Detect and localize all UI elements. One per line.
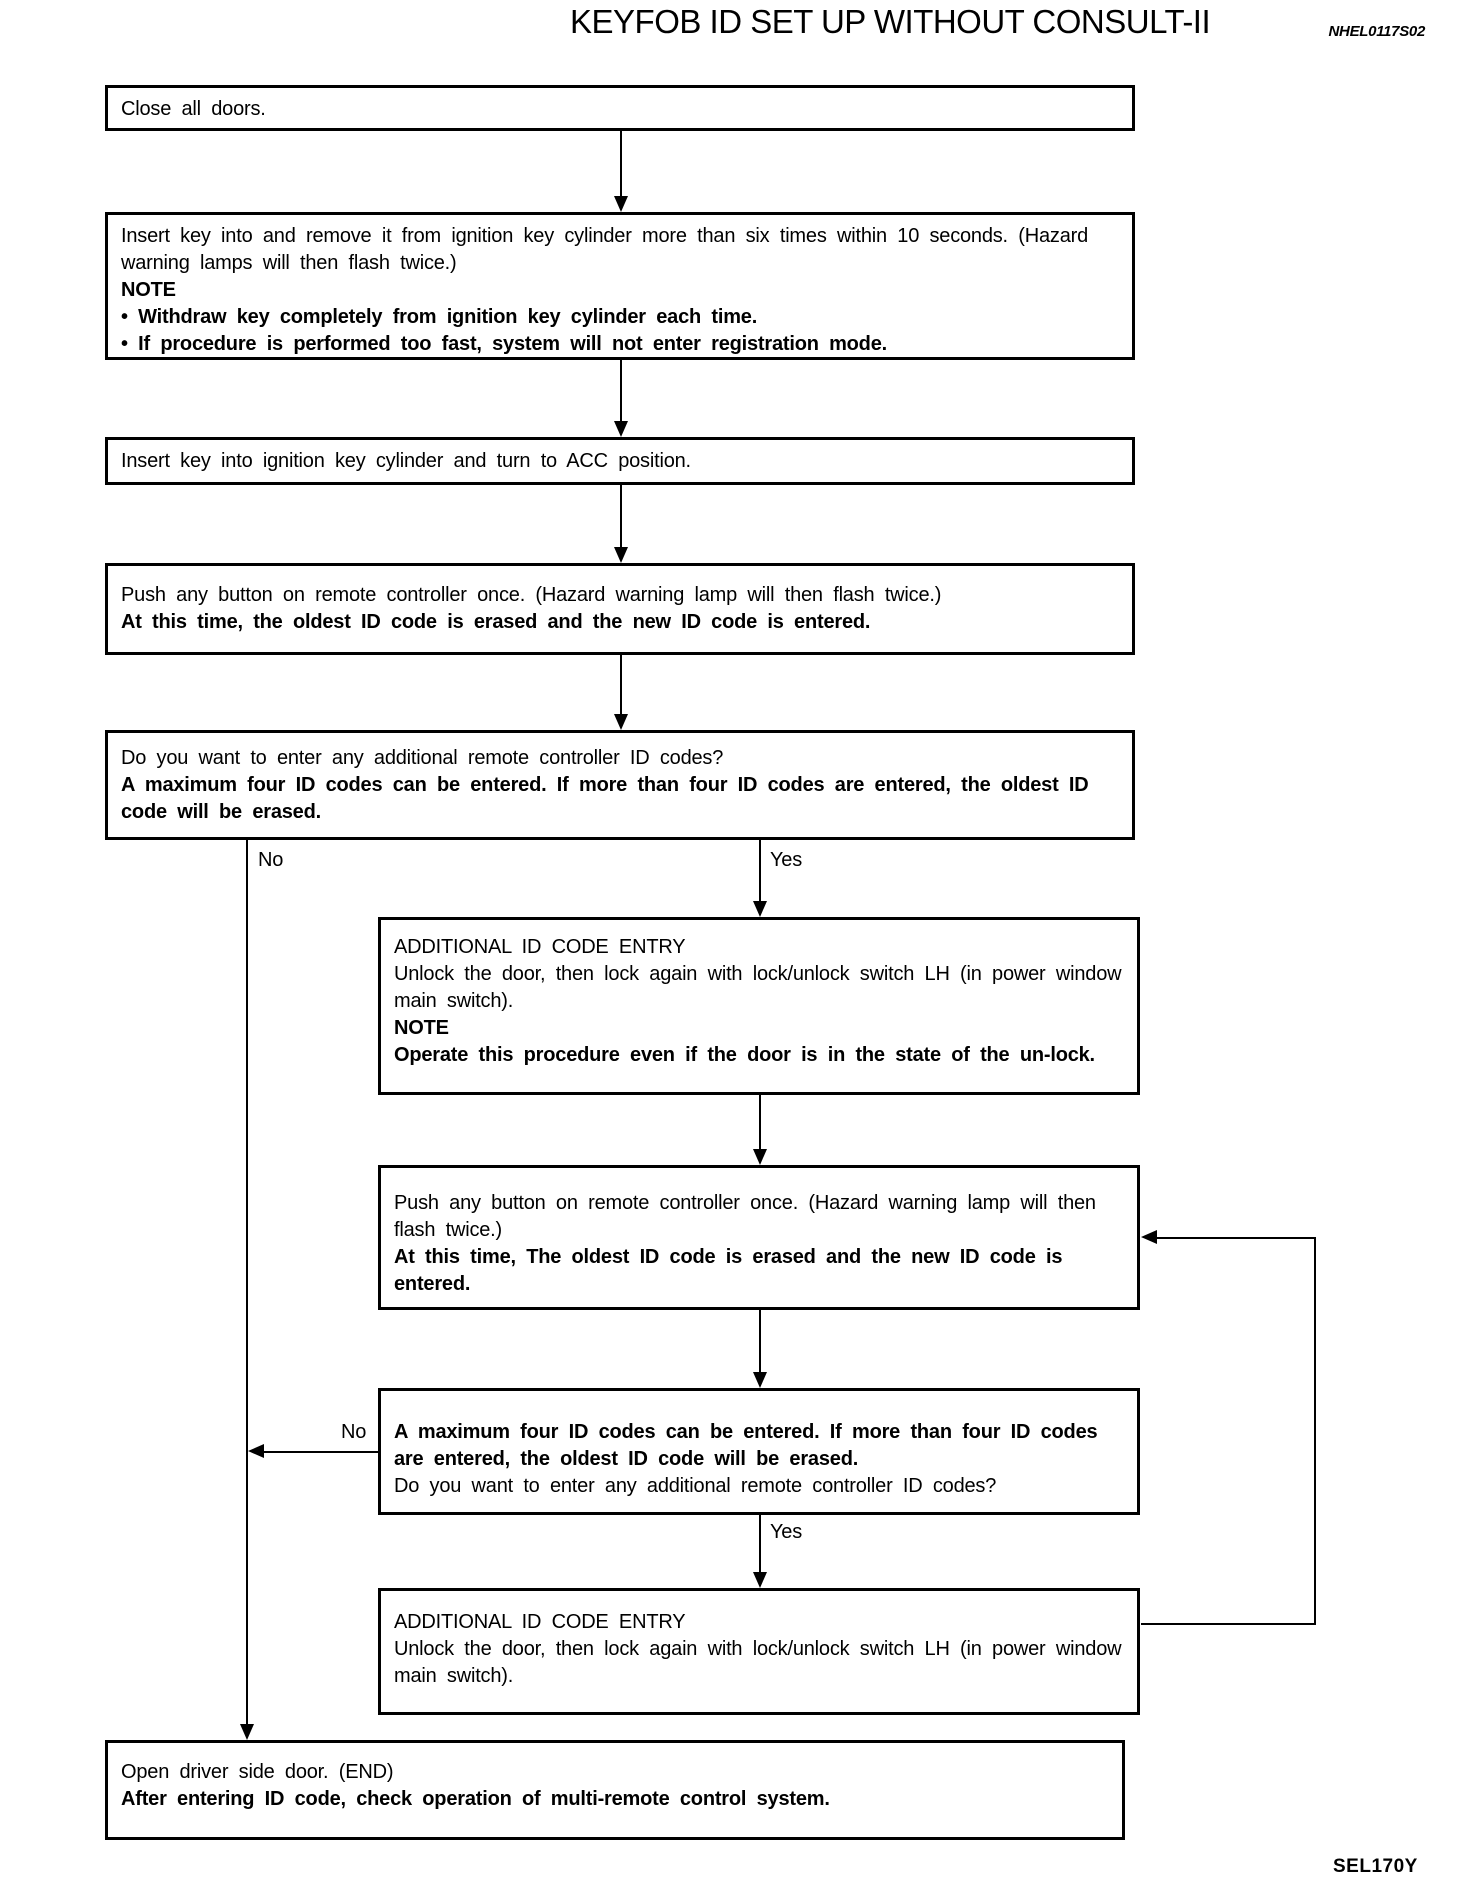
figure-code: SEL170Y [1333, 1856, 1418, 1877]
box-text-line: • Withdraw key completely from ignition … [121, 306, 758, 328]
loop-connector-vertical [1314, 1237, 1316, 1625]
connector-box1-box2 [620, 131, 622, 198]
flow-box-close-all-doors: Close all doors. [105, 85, 1135, 131]
box-text-line: ADDITIONAL ID CODE ENTRY [394, 1611, 686, 1633]
arrowhead-down [614, 196, 628, 212]
box-text-line: ADDITIONAL ID CODE ENTRY [394, 936, 686, 958]
box-text-line: NOTE [121, 279, 176, 301]
connector-box2-box3 [620, 360, 622, 423]
arrowhead-down [753, 901, 767, 917]
branch-label-yes-2: Yes [770, 1521, 803, 1543]
box-text-line: Open driver side door. (END) [121, 1761, 394, 1783]
branch-label-yes: Yes [770, 849, 803, 871]
arrowhead-down [753, 1572, 767, 1588]
arrowhead-down [240, 1724, 254, 1740]
flow-box-push-button-loop: Push any button on remote controller onc… [378, 1165, 1140, 1310]
box-text-line: A maximum four ID codes can be entered. … [121, 774, 1089, 823]
flow-box-turn-to-acc: Insert key into ignition key cylinder an… [105, 437, 1135, 485]
arrowhead-down [614, 714, 628, 730]
connector-box4-box5 [620, 655, 622, 716]
arrowhead-down [753, 1372, 767, 1388]
box-text-line: After entering ID code, check operation … [121, 1788, 830, 1810]
box-text-line: Push any button on remote controller onc… [121, 584, 942, 606]
flow-box-open-door-end: Open driver side door. (END) After enteri… [105, 1740, 1125, 1840]
box-text-line: • If procedure is performed too fast, sy… [121, 333, 887, 355]
page-title: KEYFOB ID SET UP WITHOUT CONSULT-II [570, 3, 1211, 40]
doc-code: NHEL0117S02 [1328, 23, 1426, 40]
box-text-line: Do you want to enter any additional remo… [121, 747, 724, 769]
loop-connector-top [1157, 1237, 1316, 1239]
arrowhead-left [248, 1444, 264, 1458]
arrowhead-down [614, 547, 628, 563]
connector-yes-branch [759, 840, 761, 903]
box-text-line: A maximum four ID codes can be entered. … [394, 1421, 1098, 1470]
box-text-line: Insert key into ignition key cylinder an… [121, 450, 691, 472]
connector-yes-branch-2 [759, 1515, 761, 1574]
box-text-line: Push any button on remote controller onc… [394, 1192, 1096, 1241]
arrowhead-down [614, 421, 628, 437]
box-text-line: Do you want to enter any additional remo… [394, 1475, 997, 1497]
box-text-line: Unlock the door, then lock again with lo… [394, 1638, 1122, 1687]
arrowhead-down [753, 1149, 767, 1165]
flow-box-insert-remove-key: Insert key into and remove it from ignit… [105, 212, 1135, 360]
flow-box-additional-id-entry-note: ADDITIONAL ID CODE ENTRY Unlock the door,… [378, 917, 1140, 1095]
connector-box6-box7 [759, 1095, 761, 1151]
box-text-line: NOTE [394, 1017, 449, 1039]
flow-box-additional-question: Do you want to enter any additional remo… [105, 730, 1135, 840]
branch-label-no: No [258, 849, 284, 871]
arrowhead-left [1141, 1230, 1157, 1244]
connector-box7-box8 [759, 1310, 761, 1374]
flow-box-additional-id-entry-2: ADDITIONAL ID CODE ENTRY Unlock the door,… [378, 1588, 1140, 1715]
flow-box-max-codes-question: A maximum four ID codes can be entered. … [378, 1388, 1140, 1515]
connector-box3-box4 [620, 485, 622, 549]
box-text-line: Unlock the door, then lock again with lo… [394, 963, 1122, 1012]
box-text-line: At this time, the oldest ID code is eras… [121, 611, 871, 633]
box-text-line: Operate this procedure even if the door … [394, 1044, 1095, 1066]
flow-box-push-button-first: Push any button on remote controller onc… [105, 563, 1135, 655]
connector-no-branch-2 [264, 1451, 378, 1453]
connector-no-branch [246, 840, 248, 1724]
branch-label-no-2: No [341, 1421, 367, 1443]
box-text-line: At this time, The oldest ID code is eras… [394, 1246, 1063, 1295]
box-text-line: Close all doors. [121, 98, 266, 120]
box-text-line: Insert key into and remove it from ignit… [121, 225, 1089, 274]
loop-connector-bottom [1141, 1623, 1316, 1625]
